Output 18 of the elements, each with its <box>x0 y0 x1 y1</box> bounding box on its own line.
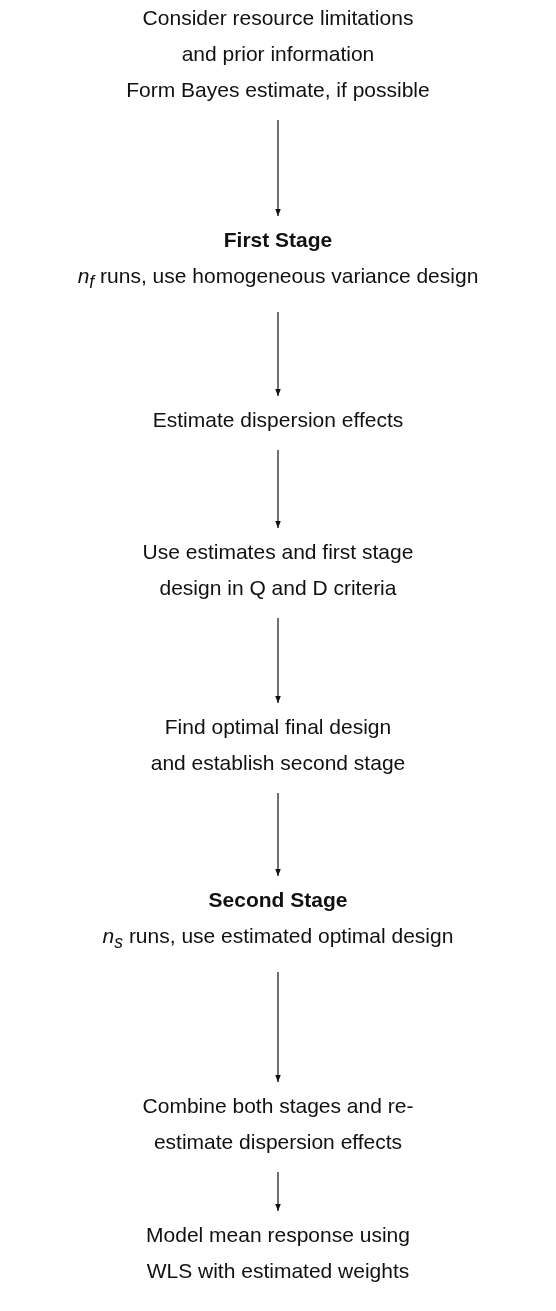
step-text: Model mean response using WLS with estimated weights <box>145 1222 411 1284</box>
arrow <box>275 311 281 397</box>
step-text: Consider resource limitations and prior information <box>141 5 415 67</box>
arrow <box>275 119 281 217</box>
step-text: Form Bayes estimate, if possible <box>125 77 431 103</box>
step-heading: Second Stage <box>207 887 349 913</box>
step-text: Find optimal final design and establish second stage <box>149 714 407 776</box>
step-text: Combine both stages and re-estimate dispersion effects <box>141 1093 415 1155</box>
step-text: n$_{f}$ runs, use homogeneous variance design <box>76 263 480 295</box>
arrow <box>275 1171 281 1212</box>
arrow <box>275 617 281 704</box>
arrow <box>275 971 281 1083</box>
step-heading: First Stage <box>222 227 334 253</box>
step-text: Estimate dispersion effects <box>151 407 405 433</box>
arrow <box>275 792 281 877</box>
arrow <box>275 449 281 529</box>
step-text: Use estimates and first stage design in Q and D criteria <box>141 539 415 601</box>
step-text: n$_{s}$ runs, use estimated optimal design <box>101 923 455 955</box>
